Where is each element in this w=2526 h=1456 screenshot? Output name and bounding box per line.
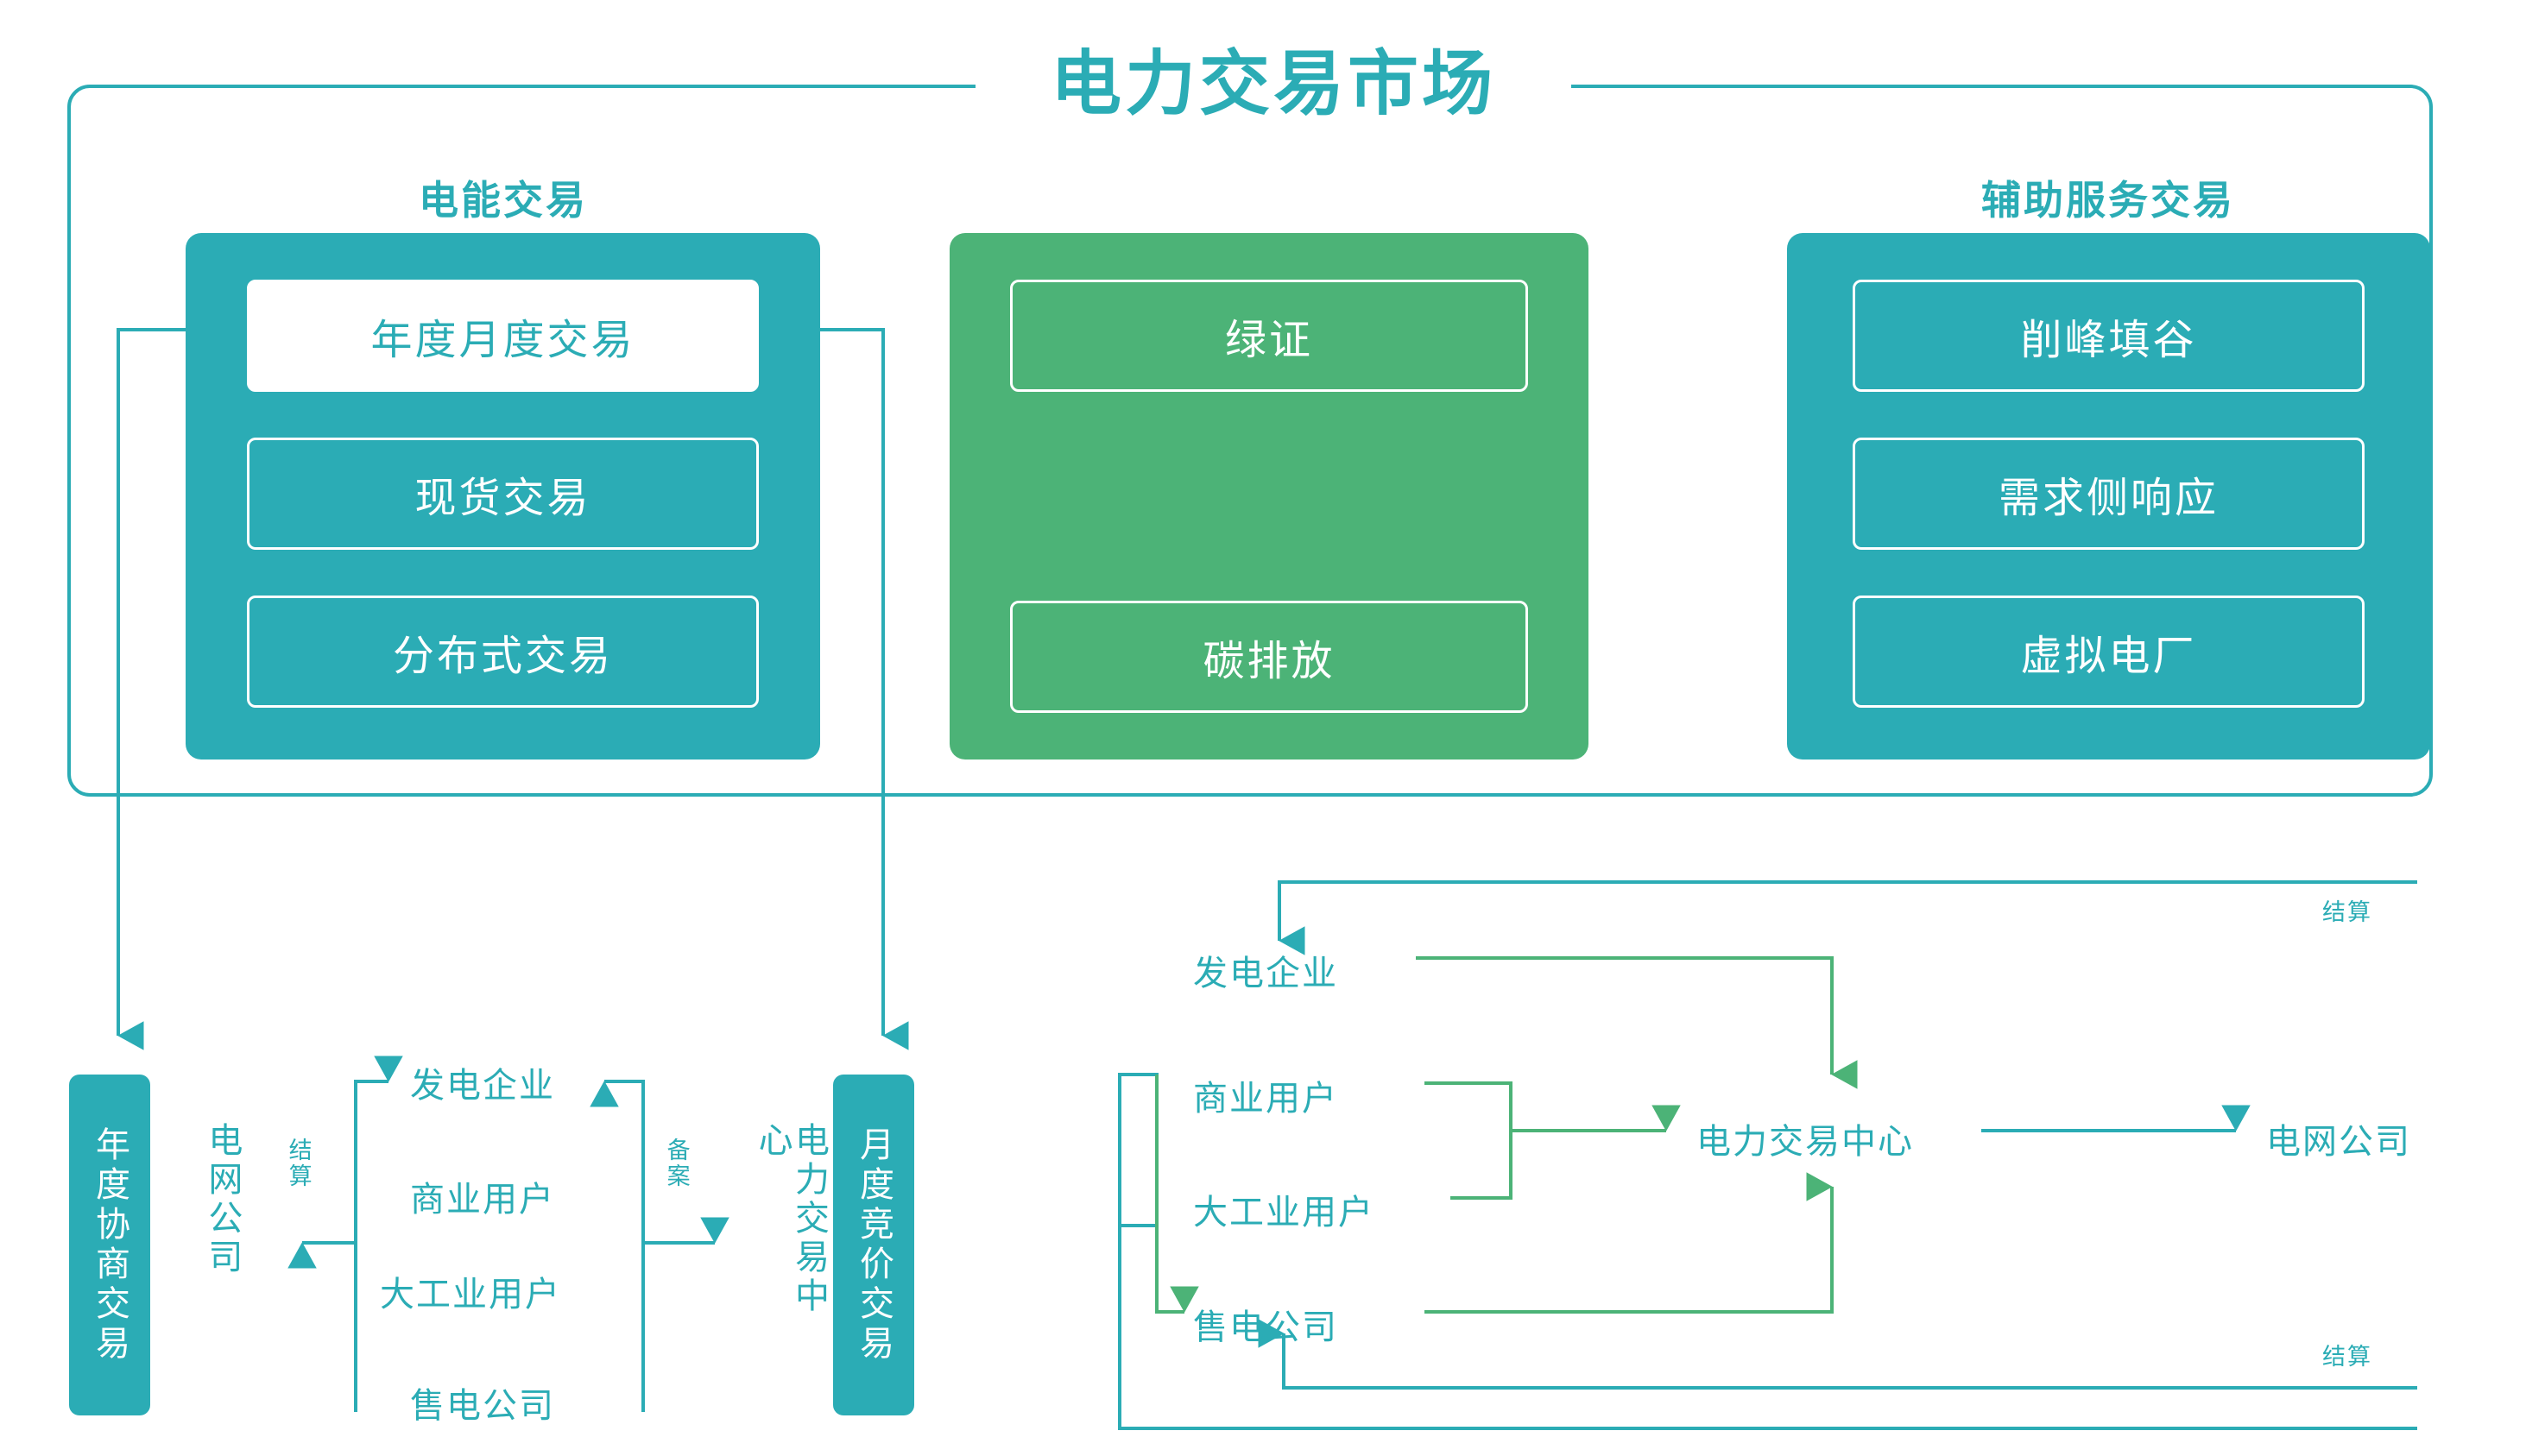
item-spot-trade[interactable]: 现货交易 xyxy=(247,438,759,550)
box-monthly-bidding-trade[interactable]: 月度竞价交易 xyxy=(833,1075,914,1415)
box-annual-negotiated-trade[interactable]: 年度协商交易 xyxy=(69,1075,150,1415)
right-label-settlement-bottom: 结算 xyxy=(2322,1344,2372,1371)
left-label-settlement: 结算 xyxy=(284,1138,312,1189)
left-actor-commercial: 商业用户 xyxy=(410,1180,555,1220)
left-flow-lines xyxy=(287,1056,729,1412)
left-label-filing: 备案 xyxy=(662,1138,690,1189)
item-annual-monthly-trade[interactable]: 年度月度交易 xyxy=(247,280,759,392)
right-label-trading-center: 电力交易中心 xyxy=(1696,1122,1914,1162)
group-heading-ancillary: 辅助服务交易 xyxy=(1981,177,2235,224)
left-actor-retailer: 售电公司 xyxy=(410,1386,555,1426)
item-demand-response[interactable]: 需求侧响应 xyxy=(1853,438,2365,550)
group-heading-energy: 电能交易 xyxy=(419,177,588,224)
right-trade-lines xyxy=(1155,956,1858,1314)
right-actor-industrial: 大工业用户 xyxy=(1193,1193,1374,1232)
left-actor-generator: 发电企业 xyxy=(410,1066,555,1106)
left-actor-industrial: 大工业用户 xyxy=(380,1275,561,1314)
item-carbon-emission[interactable]: 碳排放 xyxy=(1010,601,1528,713)
item-distributed-trade[interactable]: 分布式交易 xyxy=(247,596,759,708)
panel-green-certificates: 绿证 碳排放 xyxy=(950,233,1588,760)
right-label-settlement-top: 结算 xyxy=(2322,899,2372,926)
right-actor-commercial: 商业用户 xyxy=(1193,1079,1338,1119)
right-actor-generator: 发电企业 xyxy=(1193,954,1338,993)
page-title: 电力交易市场 xyxy=(1050,42,1496,125)
panel-energy-trading: 年度月度交易 现货交易 分布式交易 xyxy=(186,233,820,760)
item-peak-shaving[interactable]: 削峰填谷 xyxy=(1853,280,2365,392)
right-label-grid-company: 电网公司 xyxy=(2266,1122,2411,1162)
panel-ancillary-services: 削峰填谷 需求侧响应 虚拟电厂 xyxy=(1787,233,2430,760)
right-actor-retailer: 售电公司 xyxy=(1193,1308,1338,1347)
left-label-trading-center: 电力交易中心 xyxy=(752,1122,829,1316)
title-notch xyxy=(976,67,1571,107)
item-green-certificate[interactable]: 绿证 xyxy=(1010,280,1528,392)
right-settlement-lines xyxy=(1118,880,2417,1430)
item-virtual-power-plant[interactable]: 虚拟电厂 xyxy=(1853,596,2365,708)
left-label-grid-company: 电网公司 xyxy=(202,1122,243,1277)
